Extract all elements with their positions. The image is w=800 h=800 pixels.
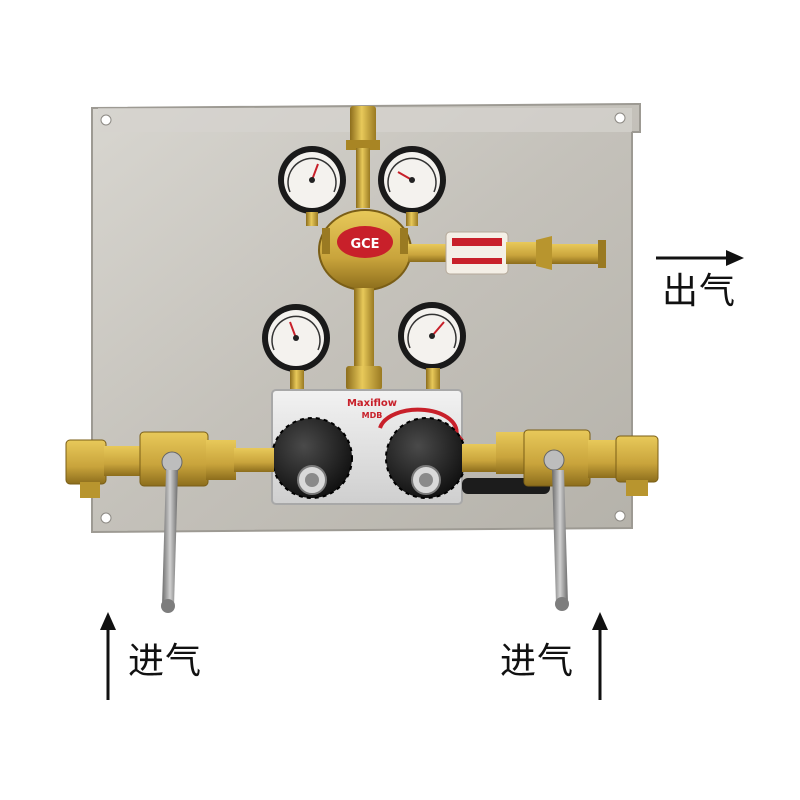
outlet-label: 出气 — [662, 271, 737, 312]
right-inlet-valve — [462, 429, 659, 496]
outlet-line — [408, 231, 606, 275]
arrow-up-icon — [100, 612, 116, 700]
upper-left-gauge — [278, 146, 346, 226]
upper-right-gauge — [378, 146, 446, 226]
brand-mark: GCE — [350, 237, 379, 252]
center-brass-pipe — [346, 288, 382, 390]
model-sub: MDB — [362, 411, 383, 420]
left-inlet-valve — [65, 431, 274, 498]
inlet-label-right: 进气 — [500, 641, 575, 682]
left-regulator-knob[interactable] — [271, 417, 353, 499]
arrow-right-icon — [656, 250, 744, 266]
inlet-label-left: 进气 — [128, 641, 203, 682]
model-mark: Maxiflow — [347, 398, 397, 409]
top-brass-stem — [346, 106, 380, 208]
right-valve-lever[interactable] — [552, 470, 569, 611]
lower-right-gauge — [398, 302, 466, 392]
right-regulator-knob[interactable] — [385, 417, 467, 499]
lower-left-gauge — [262, 304, 330, 394]
regulator-body: GCE — [318, 209, 412, 291]
left-valve-lever[interactable] — [161, 470, 178, 613]
arrow-up-icon — [592, 612, 608, 700]
